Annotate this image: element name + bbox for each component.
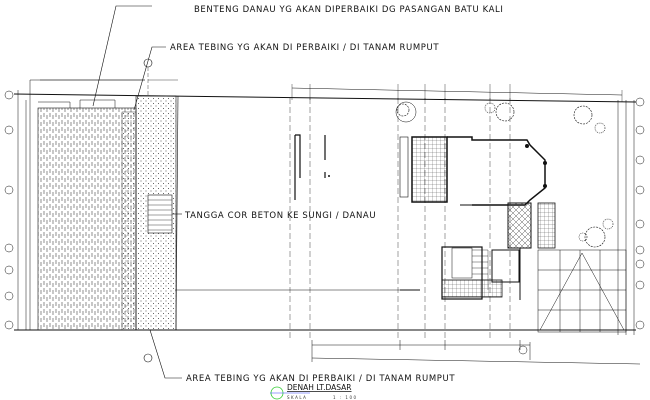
lake-retaining-wall-area xyxy=(37,107,137,331)
stairs-annotation: TANGGA COR BETON KE SUNGI / DANAU xyxy=(172,211,376,221)
middle-walls xyxy=(175,134,420,291)
site-line-top xyxy=(13,93,637,103)
carport xyxy=(537,249,627,333)
slope-bottom-label: AREA TEBING YG AKAN DI PERBAIKI / DI TAN… xyxy=(186,374,455,384)
top-dimension-line xyxy=(291,87,623,96)
retaining-wall-label: BENTENG DANAU YG AKAN DIPERBAIKI DG PASA… xyxy=(194,5,503,15)
slope-bottom-annotation: AREA TEBING YG AKAN DI PERBAIKI / DI TAN… xyxy=(149,329,455,384)
trees xyxy=(395,101,614,248)
stairs-label: TANGGA COR BETON KE SUNGI / DANAU xyxy=(184,211,376,221)
slope-top-label: AREA TEBING YG AKAN DI PERBAIKI / DI TAN… xyxy=(170,43,439,53)
drawing-title-block: DENAH LT.DASAR SKALA 1 : 100 xyxy=(270,383,358,400)
retaining-wall-annotation: BENTENG DANAU YG AKAN DIPERBAIKI DG PASA… xyxy=(92,5,503,107)
slope-top-annotation: AREA TEBING YG AKAN DI PERBAIKI / DI TAN… xyxy=(133,43,439,111)
section-marker-bottom xyxy=(143,353,153,363)
right-grid-markers xyxy=(617,97,645,335)
house-plan xyxy=(399,136,556,300)
bottom-dimension-lines xyxy=(311,340,641,365)
drawing-title: DENAH LT.DASAR xyxy=(287,383,352,392)
left-grid-markers xyxy=(4,90,27,330)
scale-label: SKALA xyxy=(287,395,307,400)
concrete-stairs xyxy=(147,194,173,234)
section-marker-top xyxy=(143,58,153,95)
scale-value: 1 : 100 xyxy=(333,395,358,400)
